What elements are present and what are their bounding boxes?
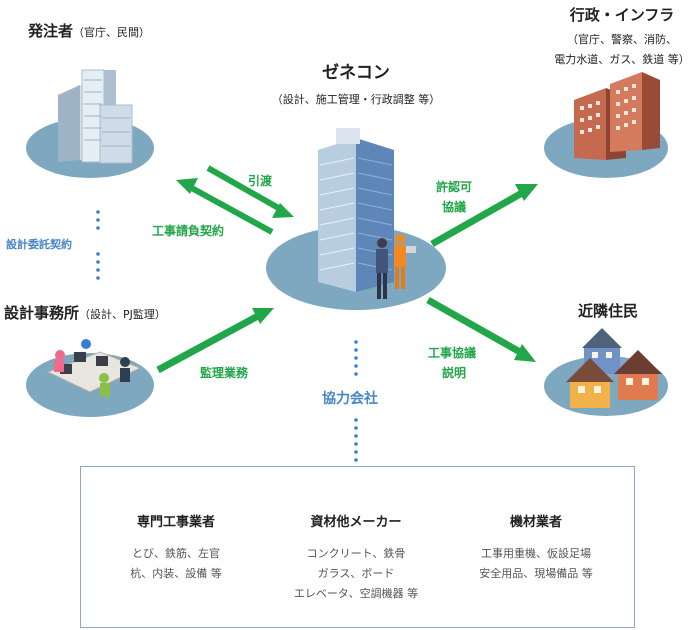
arrow-permit bbox=[430, 184, 538, 248]
gov-illustration bbox=[544, 72, 668, 178]
gov-label: 行政・インフラ （官庁、警察、消防、 電力水道、ガス、鉄道 等） bbox=[548, 4, 696, 67]
partner-title: 資材他メーカー bbox=[310, 515, 402, 530]
arrow-consult bbox=[426, 296, 536, 362]
relation-permit-1: 許認可 bbox=[436, 180, 473, 194]
partner-line: 杭、内装、設備 等 bbox=[130, 567, 222, 580]
relation-contract: 工事請負契約 bbox=[152, 224, 225, 238]
relation-supervision: 監理業務 bbox=[200, 366, 249, 380]
client-illustration bbox=[26, 69, 154, 178]
arrow-contract bbox=[206, 165, 294, 218]
design-office-note: （設計、PJ監理） bbox=[79, 308, 166, 321]
relation-consult-1: 工事協議 bbox=[428, 346, 477, 360]
dotted-line-design bbox=[96, 210, 100, 280]
partner-line: エレベータ、空調機器 等 bbox=[293, 587, 419, 600]
design-office-label: 設計事務所（設計、PJ監理） bbox=[4, 302, 166, 323]
zenecon-title: ゼネコン bbox=[322, 63, 390, 83]
arrow-supervision bbox=[156, 308, 274, 374]
relation-handover: 引渡 bbox=[248, 174, 273, 188]
client-note: （官庁、民間） bbox=[73, 26, 151, 39]
partner-materials: 資材他メーカー コンクリート、鉄骨 ガラス、ボード エレベータ、空調機器 等 bbox=[271, 511, 441, 604]
partner-line: 安全用品、現場備品 等 bbox=[479, 567, 593, 580]
zenecon-illustration bbox=[266, 128, 446, 310]
partner-specialty: 専門工事業者 とび、鉄筋、左官 杭、内装、設備 等 bbox=[91, 511, 261, 584]
residents-illustration bbox=[544, 328, 668, 416]
client-title: 発注者 bbox=[28, 22, 74, 40]
zenecon-note: （設計、施工管理・行政調整 等） bbox=[271, 93, 441, 106]
relation-permit-2: 協議 bbox=[442, 200, 467, 214]
cooperating-title: 協力会社 bbox=[322, 391, 378, 407]
partner-line: ガラス、ボード bbox=[317, 567, 395, 580]
client-label: 発注者（官庁、民間） bbox=[28, 20, 150, 41]
partner-line: 工事用重機、仮設足場 bbox=[481, 547, 591, 560]
relation-consult-2: 説明 bbox=[442, 366, 467, 380]
gov-title: 行政・インフラ bbox=[569, 6, 675, 24]
partner-line: とび、鉄筋、左官 bbox=[132, 547, 220, 560]
partner-title: 専門工事業者 bbox=[136, 515, 215, 530]
partner-title: 機材業者 bbox=[509, 515, 562, 530]
residents-title: 近隣住民 bbox=[578, 302, 639, 320]
partner-line: コンクリート、鉄骨 bbox=[306, 547, 406, 560]
partners-box: 専門工事業者 とび、鉄筋、左官 杭、内装、設備 等 資材他メーカー コンクリート… bbox=[80, 466, 635, 628]
partner-equipment: 機材業者 工事用重機、仮設足場 安全用品、現場備品 等 bbox=[451, 511, 621, 584]
arrow-handover bbox=[176, 178, 274, 235]
gov-note-line2: 電力水道、ガス、鉄道 等） bbox=[554, 53, 690, 66]
dotted-line-cooperating bbox=[354, 340, 358, 462]
design-office-illustration bbox=[26, 339, 154, 417]
zenecon-label: ゼネコン （設計、施工管理・行政調整 等） bbox=[246, 58, 466, 107]
design-office-title: 設計事務所 bbox=[4, 304, 80, 322]
relation-design-contract: 設計委託契約 bbox=[6, 238, 72, 251]
gov-note-line1: （官庁、警察、消防、 bbox=[567, 33, 677, 46]
